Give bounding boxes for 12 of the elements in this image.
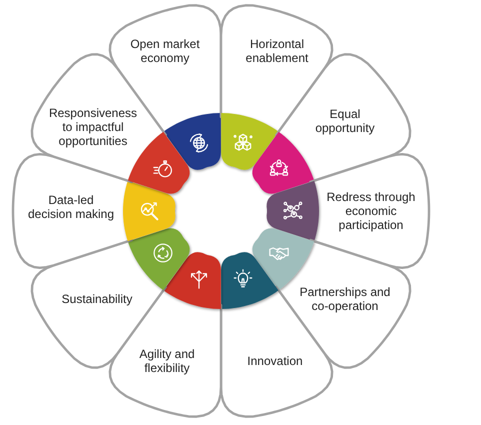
petal-label: Sustainability xyxy=(61,292,133,306)
petal-label: Agility and flexibility xyxy=(138,347,196,375)
petal-label: Responsiveness to impactful opportunities xyxy=(48,106,138,148)
petal-label: Redress through economic participation xyxy=(326,190,416,232)
petal-label: Partnerships and co-operation xyxy=(299,285,391,313)
petal xyxy=(29,52,192,196)
petal-label: Data-led decision making xyxy=(27,193,115,221)
petal xyxy=(11,152,178,270)
petal-label: Open market economy xyxy=(130,37,200,65)
petal-label: Horizontal enablement xyxy=(245,37,309,65)
petal-label: Innovation xyxy=(246,354,304,368)
petal-label: Equal opportunity xyxy=(314,107,376,135)
